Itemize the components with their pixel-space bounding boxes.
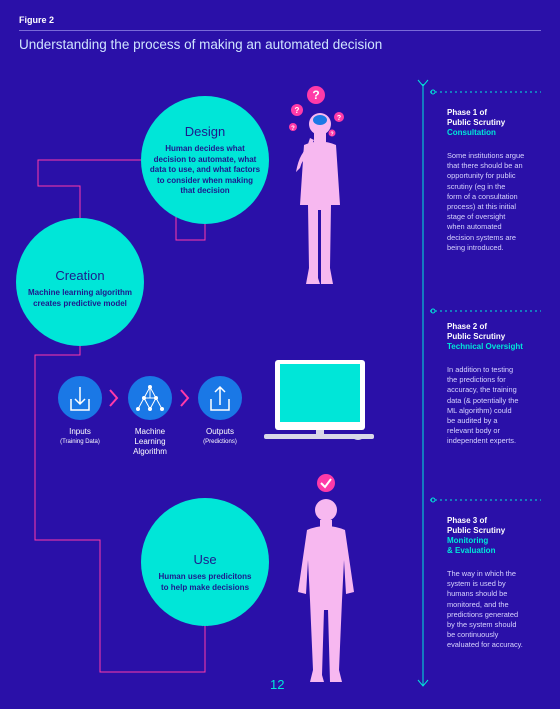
phase-2-line: relevant body or <box>447 426 500 436</box>
phase-3-line: The way in which the <box>447 569 517 578</box>
creation-description-line: creates predictive model <box>33 298 127 308</box>
phase-1-line: being introduced. <box>447 242 504 252</box>
brain-icon <box>313 115 327 125</box>
phase-1-line: decision systems are <box>447 232 517 242</box>
phase-1-line: when automated <box>447 222 502 232</box>
timeline-bottom-arrow <box>417 679 429 687</box>
network-icon <box>128 376 172 420</box>
phase-2-heading: Phase 2 of <box>447 322 488 331</box>
creation-description: Machine learning algorithm creates predi… <box>20 288 140 309</box>
svg-text:?: ? <box>330 132 333 138</box>
upload-tray-icon <box>198 376 242 420</box>
phase-1-line: process) at this initial <box>447 202 517 212</box>
figure-title: Understanding the process of making an a… <box>19 37 383 52</box>
design-description-line: Human decides what <box>165 144 245 153</box>
svg-text:?: ? <box>337 115 341 122</box>
phase-3-line: monitored, and the <box>447 599 509 609</box>
phase-1-heading: Phase 1 of <box>447 108 488 117</box>
phase-3-name: Monitoring <box>447 536 489 545</box>
creation-circle <box>16 218 144 346</box>
phase-1-line: that there should be an <box>447 161 523 171</box>
top-divider <box>19 30 541 31</box>
phase-1-name: Consultation <box>447 128 496 137</box>
phase-2-line: independent experts. <box>447 436 517 446</box>
phase-2-description: In addition to testing the predictions f… <box>447 365 539 447</box>
timeline-top-arrow <box>417 79 429 87</box>
phase-3-line: be continuously <box>447 630 499 640</box>
phase-3-heading: Phase 3 of <box>447 516 488 525</box>
outputs-sublabel: (Predictions) <box>203 439 237 445</box>
phase-2-line: the predictions for <box>447 375 506 385</box>
phase-1-line: Some institutions argue <box>447 151 525 160</box>
phase-1-line: scrutiny (eg in the <box>447 181 506 191</box>
use-title: Use <box>193 552 217 567</box>
outputs-label: Outputs (Predictions) <box>185 427 255 447</box>
phase-3-line: predictions generated <box>447 609 519 619</box>
design-title: Design <box>184 124 226 139</box>
algorithm-label: Machine Learning Algorithm <box>122 427 178 457</box>
phase-2-heading-2: Public Scrutiny <box>447 332 506 341</box>
phase-1-panel: Phase 1 of Public Scrutiny Consultation … <box>447 108 539 253</box>
phase-3-line: evaluated for accuracy. <box>447 640 523 650</box>
phase-3-description: The way in which the system is used by h… <box>447 569 539 651</box>
creation-description-line: Machine learning algorithm <box>27 288 132 297</box>
svg-text:?: ? <box>312 88 319 102</box>
chevron-right-icon <box>180 389 190 407</box>
phase-2-line: accuracy, the training <box>447 385 517 395</box>
phase-3-name-2: & Evaluation <box>447 546 496 555</box>
design-description-line: decision to automate, what <box>153 154 257 164</box>
chevron-right-icon <box>109 389 119 407</box>
use-description-line: Human uses predicitons <box>158 572 252 581</box>
creation-circle-text: Creation Machine learning algorithm crea… <box>20 268 140 309</box>
thinking-person-figure <box>296 113 340 284</box>
phase-2-line: In addition to testing <box>447 365 514 374</box>
design-description: Human decides what decision to automate,… <box>145 144 265 197</box>
design-circle <box>141 96 269 224</box>
download-tray-icon <box>58 376 102 420</box>
phase-2-line: ML algorithm) could <box>447 405 512 415</box>
phase-2-marker <box>430 308 541 314</box>
phase-2-line: be audited by a <box>447 416 498 426</box>
use-circle-text: Use Human uses predicitons to help make … <box>145 552 265 593</box>
creation-use-connector <box>34 335 206 673</box>
use-description-line: to help make decisions <box>160 582 250 592</box>
outputs-label-text: Outputs <box>205 427 234 436</box>
use-description: Human uses predicitons to help make deci… <box>145 572 265 593</box>
phase-1-line: opportunity for public <box>447 171 516 181</box>
phase-1-line: stage of oversight <box>447 212 506 222</box>
phase-1-heading-2: Public Scrutiny <box>447 118 506 127</box>
phase-3-marker <box>430 497 541 503</box>
design-description-line: to consider when making <box>156 175 253 185</box>
page-number: 12 <box>270 677 285 692</box>
creation-title: Creation <box>55 268 105 283</box>
design-circle-text: Design Human decides what decision to au… <box>145 124 265 197</box>
svg-text:?: ? <box>291 126 295 132</box>
computer-monitor-icon <box>264 360 374 440</box>
algorithm-label-text: Machine Learning Algorithm <box>133 427 167 456</box>
inputs-sublabel: (Training Data) <box>60 439 100 445</box>
phase-3-line: system is used by <box>447 579 506 589</box>
phase-1-marker <box>430 89 541 95</box>
figure-label: Figure 2 <box>19 15 55 25</box>
use-circle <box>141 498 269 626</box>
phase-3-heading-2: Public Scrutiny <box>447 526 506 535</box>
phase-2-name: Technical Oversight <box>447 342 523 351</box>
design-description-line: data to use, and what factors <box>149 165 261 174</box>
phase-1-description: Some institutions argue that there shoul… <box>447 151 539 253</box>
design-creation-connector <box>37 159 206 241</box>
phase-3-line: by the system should <box>447 620 517 630</box>
question-mark-icon: ? ? ? ? ? <box>289 86 344 138</box>
phase-2-panel: Phase 2 of Public Scrutiny Technical Ove… <box>447 322 539 447</box>
svg-text:?: ? <box>295 106 300 115</box>
phase-1-line: form of a consultation <box>447 191 518 201</box>
phase-3-line: humans should be <box>447 589 508 599</box>
inputs-label-text: Inputs <box>69 427 91 436</box>
design-description-line: that decision <box>180 186 230 195</box>
phase-3-panel: Phase 3 of Public Scrutiny Monitoring & … <box>447 516 539 651</box>
inputs-label: Inputs (Training Data) <box>45 427 115 447</box>
standing-person-figure <box>298 499 354 682</box>
phase-2-line: data (& potentially the <box>447 395 519 405</box>
checkmark-icon <box>317 474 335 492</box>
